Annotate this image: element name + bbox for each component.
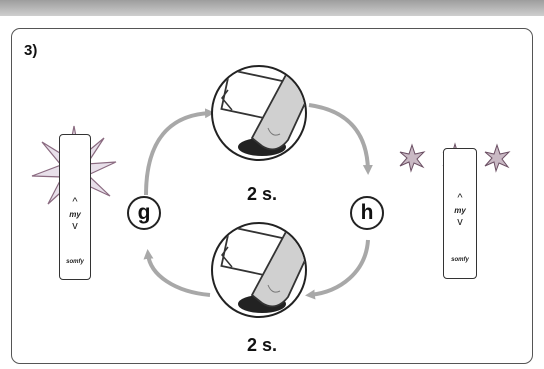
duration-top-label: 2 s.	[247, 184, 278, 204]
arrow-top-to-h	[308, 103, 373, 175]
up-button: ^	[457, 192, 463, 204]
header-band	[0, 0, 544, 16]
step-h-badge: h	[350, 196, 384, 230]
my-button: my	[454, 206, 466, 215]
arrow-bottom-to-g	[143, 249, 211, 297]
down-button: v	[72, 220, 78, 232]
step-number: 3)	[24, 42, 38, 59]
my-button: my	[69, 210, 81, 219]
arrow-g-to-top	[144, 108, 215, 196]
brand-logo: somfy	[66, 259, 84, 265]
step-g-badge: g	[127, 196, 161, 230]
led-blink-icon	[484, 143, 511, 173]
remote-control-left: ^ my v somfy	[59, 134, 91, 280]
remote-control-right: ^ my v somfy	[443, 148, 477, 279]
finger-pressing-button-icon-bottom	[211, 222, 307, 318]
arrow-h-to-bottom	[305, 239, 370, 300]
duration-bottom-label: 2 s.	[247, 335, 278, 355]
down-button: v	[457, 216, 463, 228]
finger-pressing-button-icon	[211, 65, 307, 161]
led-blink-icon	[399, 143, 426, 173]
brand-logo: somfy	[451, 257, 469, 263]
up-button: ^	[72, 196, 78, 208]
